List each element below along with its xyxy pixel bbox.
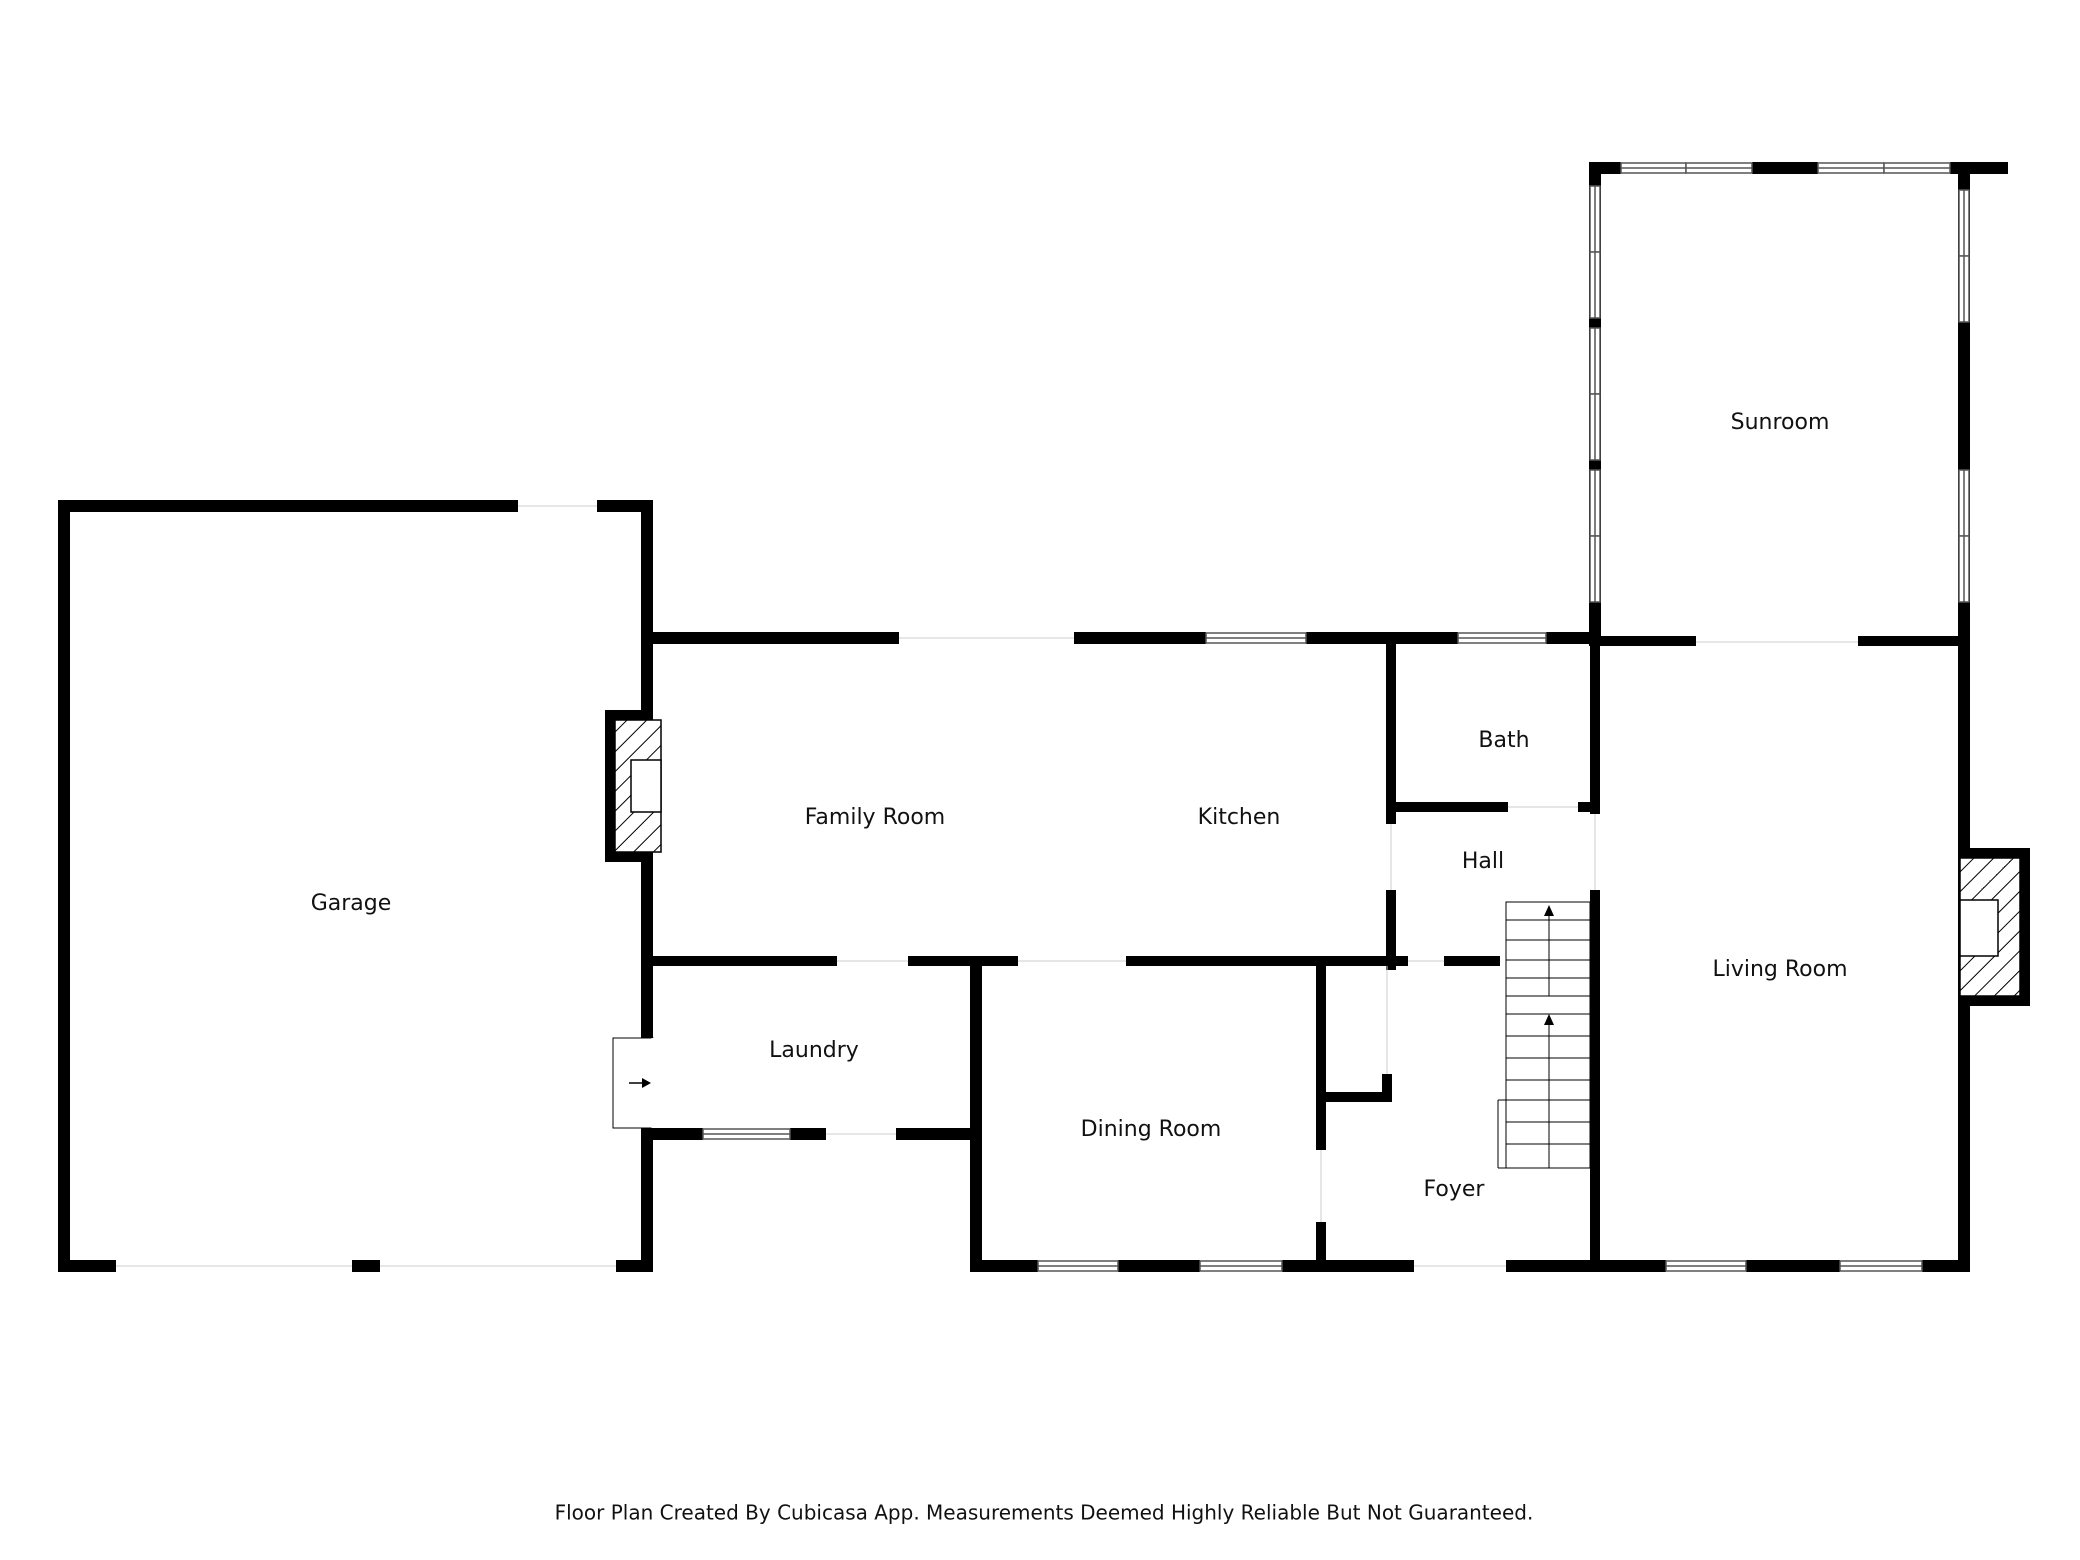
chimney-left-wall-bottom [605, 852, 649, 862]
room-label-garage: Garage [311, 891, 392, 916]
room-label-foyer: Foyer [1424, 1177, 1486, 1202]
room-labels: Garage Family Room Kitchen Bath Hall Sun… [311, 410, 1848, 1202]
dining-east-wall-upper [1316, 956, 1326, 1150]
fireplace-icon [614, 719, 2021, 997]
garage-wall-top-right [597, 500, 653, 512]
laundry-east-wall [970, 956, 982, 1272]
room-label-bath: Bath [1478, 728, 1529, 753]
laundry-south-wall-a [641, 1128, 703, 1140]
garage-wall-left [58, 500, 70, 1272]
north-wall-b [1074, 632, 1206, 644]
bath-east-wall [1590, 644, 1600, 814]
south-wall-d [1506, 1260, 1666, 1272]
floor-plan-caption: Floor Plan Created By Cubicasa App. Meas… [555, 1501, 1534, 1525]
laundry-south-wall-c [896, 1128, 980, 1140]
chimney-left-wall-top [605, 710, 649, 720]
sunroom-wall-top-b [1752, 162, 1818, 174]
fireplace-family-room-firebox [630, 759, 662, 813]
family-south-wall-d [1386, 956, 1408, 966]
south-wall-b [1118, 1260, 1200, 1272]
kitchen-east-wall-lower [1386, 890, 1396, 970]
door-arrow-icon [612, 1037, 655, 1129]
kitchen-east-wall [1386, 644, 1396, 824]
bath-south-wall-b [1578, 802, 1600, 812]
room-label-dining-room: Dining Room [1081, 1117, 1222, 1142]
north-wall-d [1546, 632, 1594, 644]
openings [116, 505, 1858, 1267]
room-label-living-room: Living Room [1712, 957, 1847, 982]
room-label-family-room: Family Room [805, 805, 945, 830]
south-wall-f [1922, 1260, 1970, 1272]
bath-south-wall-a [1386, 802, 1508, 812]
room-label-kitchen: Kitchen [1198, 805, 1281, 830]
living-chimney-top [1958, 848, 2030, 858]
garage-wall-bottom-b [352, 1260, 380, 1272]
north-wall-f [1858, 636, 1966, 646]
room-label-laundry: Laundry [769, 1038, 859, 1063]
south-wall-e [1746, 1260, 1840, 1272]
dining-east-wall-lower [1316, 1222, 1326, 1272]
closet-south-wall [1316, 1092, 1392, 1102]
fireplace-living-room-firebox [1959, 899, 1999, 957]
garage-wall-bottom-a [58, 1260, 116, 1272]
garage-wall-right-lower [641, 1128, 653, 1272]
stair-east-wall [1590, 890, 1600, 1272]
north-wall-a [641, 632, 899, 644]
stairs-icon [1497, 901, 1591, 1169]
room-label-sunroom: Sunroom [1731, 410, 1830, 435]
north-wall-c [1306, 632, 1458, 644]
living-chimney-side [2020, 848, 2030, 1006]
windows [702, 162, 1970, 1272]
family-south-wall-c [1126, 956, 1408, 966]
room-label-hall: Hall [1462, 849, 1504, 874]
north-wall-e [1594, 636, 1696, 646]
closet-east-wall [1382, 1074, 1392, 1102]
living-chimney-bottom [1958, 996, 2030, 1006]
garage-wall-top-left [58, 500, 518, 512]
chimney-left-wall-side [605, 710, 615, 862]
south-wall-c [1282, 1260, 1414, 1272]
south-wall-a [970, 1260, 1038, 1272]
family-south-wall-b [908, 956, 1018, 966]
laundry-south-wall-b [790, 1128, 826, 1140]
family-south-wall-e [1444, 956, 1500, 966]
family-south-wall-a [641, 956, 837, 966]
walls [58, 162, 2030, 1272]
